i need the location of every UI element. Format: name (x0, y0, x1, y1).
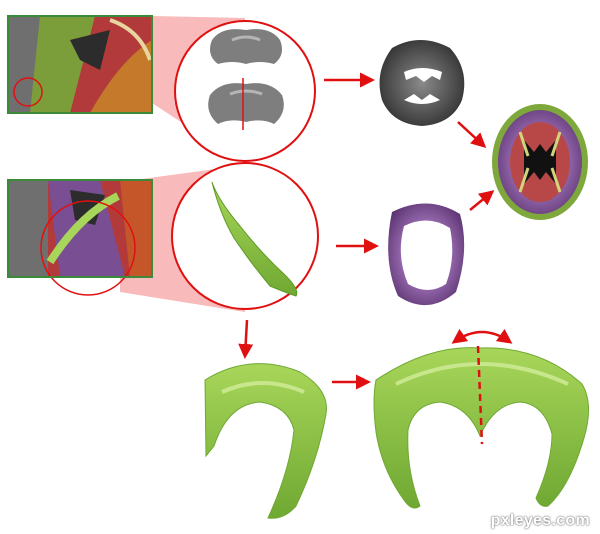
site-watermark: pxleyes.com (490, 512, 590, 529)
purple-lip-ring (388, 203, 465, 306)
graffiti-thumbnail-middle (7, 179, 153, 296)
dark-mouth-shape (379, 40, 465, 126)
combined-monster-mouth (492, 104, 588, 220)
green-horn-combined (373, 345, 589, 509)
zoom-circle-green-horn (171, 162, 319, 310)
graffiti-thumbnail-top (7, 15, 153, 114)
diagonal-arrow-icon (457, 121, 487, 149)
down-arrow-icon (238, 319, 254, 359)
zoom-circle-gray-parts (174, 20, 316, 162)
double-headed-arc-arrow-icon (451, 328, 513, 344)
gray-part-top (210, 29, 282, 64)
mirror-axis-line (476, 345, 484, 445)
diagonal-arrow-icon (469, 190, 495, 211)
green-horn-piece (211, 181, 298, 297)
green-horn-half (204, 363, 327, 519)
gray-part-bottom (208, 78, 284, 130)
